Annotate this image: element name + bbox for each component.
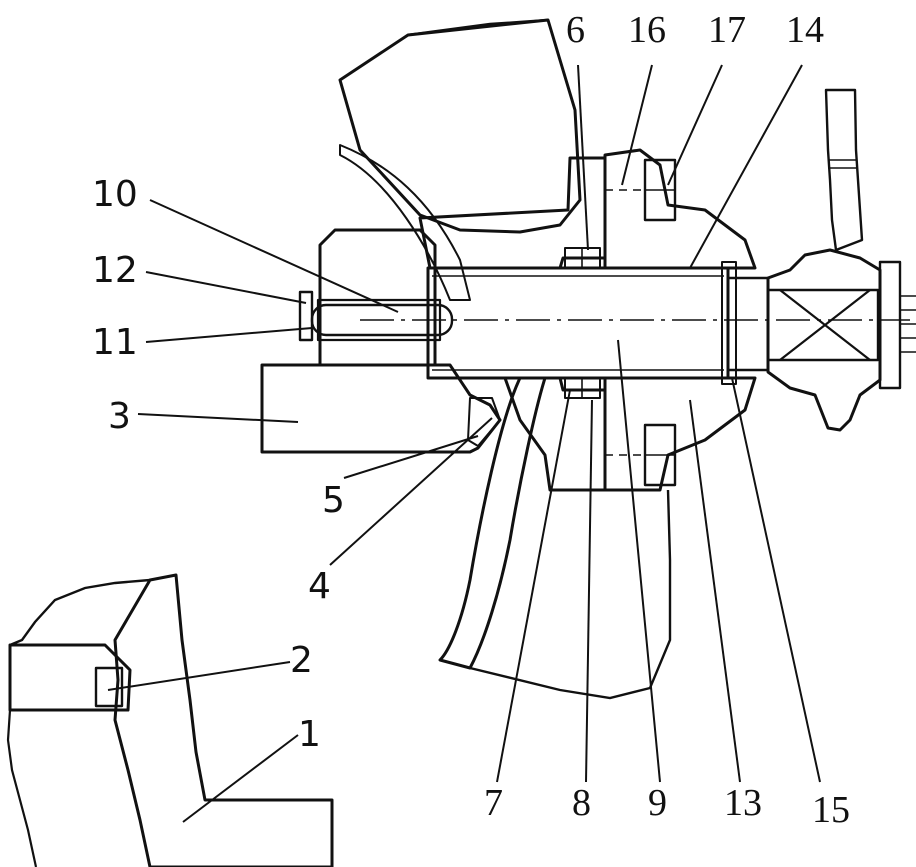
leader-lines [107,64,821,823]
leader-6 [577,64,589,251]
handwheel-spoke [824,88,864,252]
callout-6: 6 [566,9,585,51]
curved-vane-outer [439,489,672,700]
callout-10: 10 [92,174,138,215]
shaft-assembly [426,247,770,399]
leader-14 [689,64,803,269]
leader-12 [145,271,307,304]
leader-1 [182,734,299,823]
callout-3: 3 [108,396,131,437]
leader-13 [689,399,741,783]
coupling [766,88,916,432]
callout-1: 1 [298,714,321,755]
shell-broken-top [407,18,549,37]
seal-groove-4-5 [467,397,501,447]
coupling-square-bore [766,288,880,362]
leader-2 [107,661,291,691]
lower-housing-broken-edge-left [6,709,38,867]
coupling-flange [878,260,902,390]
leader-17 [667,64,723,186]
nut-block [318,228,437,367]
coupling-hub [766,248,882,432]
nut-inner-slot [316,298,442,342]
leader-10 [149,199,399,313]
shaft-end [726,276,770,372]
leader-8 [585,399,593,783]
handwheel-spoke-mark [828,159,856,169]
leader-4 [329,417,493,566]
leader-16 [621,64,653,186]
left-block [260,228,502,454]
callout-15: 15 [812,789,850,831]
callout-11: 11 [92,322,138,363]
callout-7: 7 [484,782,503,824]
callout-4: 4 [308,566,331,607]
leader-5 [343,435,479,479]
lower-housing-flange [8,643,132,712]
bearing-housing-lower [603,376,757,492]
leader-7 [496,389,571,783]
hub-casting [418,148,757,492]
lower-housing-body [113,573,334,867]
shaft-sleeve-14 [426,266,730,380]
callout-2: 2 [290,640,313,681]
callout-12: 12 [92,250,138,291]
callout-9: 9 [648,782,667,824]
stem-lines [900,295,916,353]
lower-housing [6,573,334,867]
callout-17: 17 [708,9,746,51]
square-bore-cross [779,289,871,361]
curved-vane-body [438,376,547,670]
leader-9 [617,339,661,783]
upper-casing [338,18,582,301]
lower-housing-broken-edge [9,578,151,647]
ring-15 [721,261,737,385]
callout-13: 13 [724,782,762,824]
curved-vane [438,376,672,700]
bearing-housing-upper [603,148,757,270]
leader-15 [731,377,821,783]
callout-8: 8 [572,782,591,824]
callout-16: 16 [628,9,666,51]
callout-labels: 10 12 11 3 5 4 2 1 6 16 17 14 7 8 9 13 1… [92,9,850,831]
curved-shell-top [338,18,582,234]
callout-14: 14 [786,9,824,51]
leader-3 [137,413,299,423]
retainer-11-12 [298,290,314,342]
curved-shell-rib [339,144,471,301]
callout-5: 5 [322,480,345,521]
leader-11 [145,327,313,343]
